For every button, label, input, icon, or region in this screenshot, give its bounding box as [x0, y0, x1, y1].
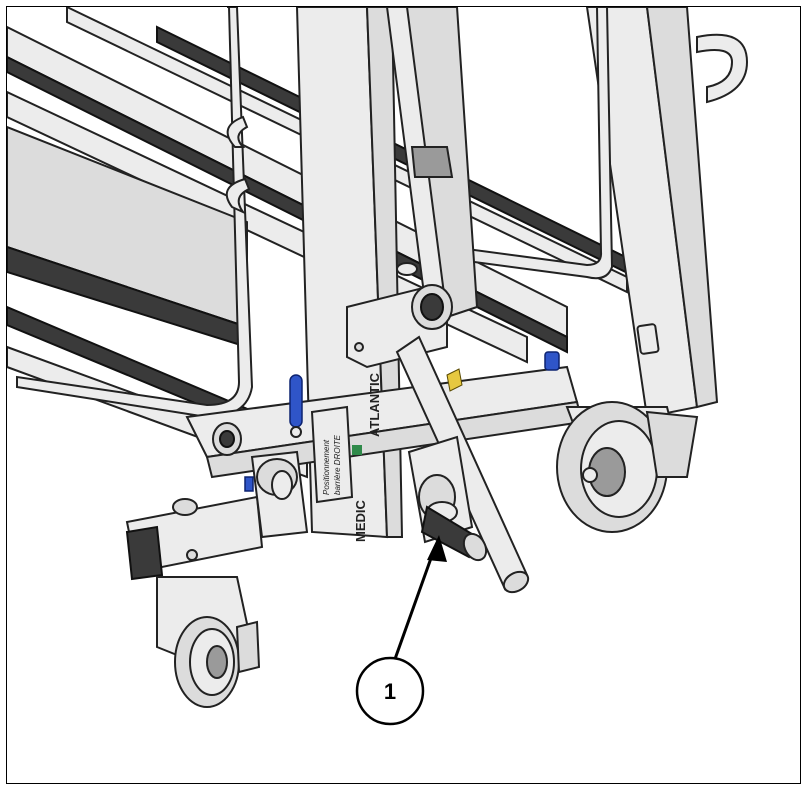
- side-rail: [16, 7, 254, 419]
- rear-handle: [696, 33, 749, 104]
- diagram-frame: Positionnement barrière DROITE MEDIC ATL…: [6, 6, 801, 784]
- stretcher-illustration: Positionnement barrière DROITE MEDIC ATL…: [7, 7, 749, 726]
- right-caster-wheel: [556, 401, 699, 533]
- blue-locking-pin: [289, 374, 303, 438]
- brand-logo: MEDIC ATLANTIC: [352, 372, 382, 542]
- label-line2: barrière DROITE: [333, 434, 342, 495]
- label-line1: Positionnement: [322, 439, 331, 495]
- callout-arrow-line: [393, 546, 437, 660]
- left-bracket: [125, 450, 309, 581]
- callout-arrowhead: [427, 535, 447, 562]
- barrier-label-plate: Positionnement barrière DROITE: [310, 405, 354, 504]
- callout-circle: [355, 656, 425, 726]
- brand-name: ATLANTIC: [367, 372, 382, 437]
- foot-pedal-assembly: [407, 435, 488, 562]
- brand-prefix: MEDIC: [353, 500, 368, 543]
- lower-cross-beam: [185, 351, 584, 479]
- callout-number: 1: [384, 679, 396, 704]
- callout-1: 1: [355, 535, 447, 726]
- left-caster-wheel: [156, 576, 261, 708]
